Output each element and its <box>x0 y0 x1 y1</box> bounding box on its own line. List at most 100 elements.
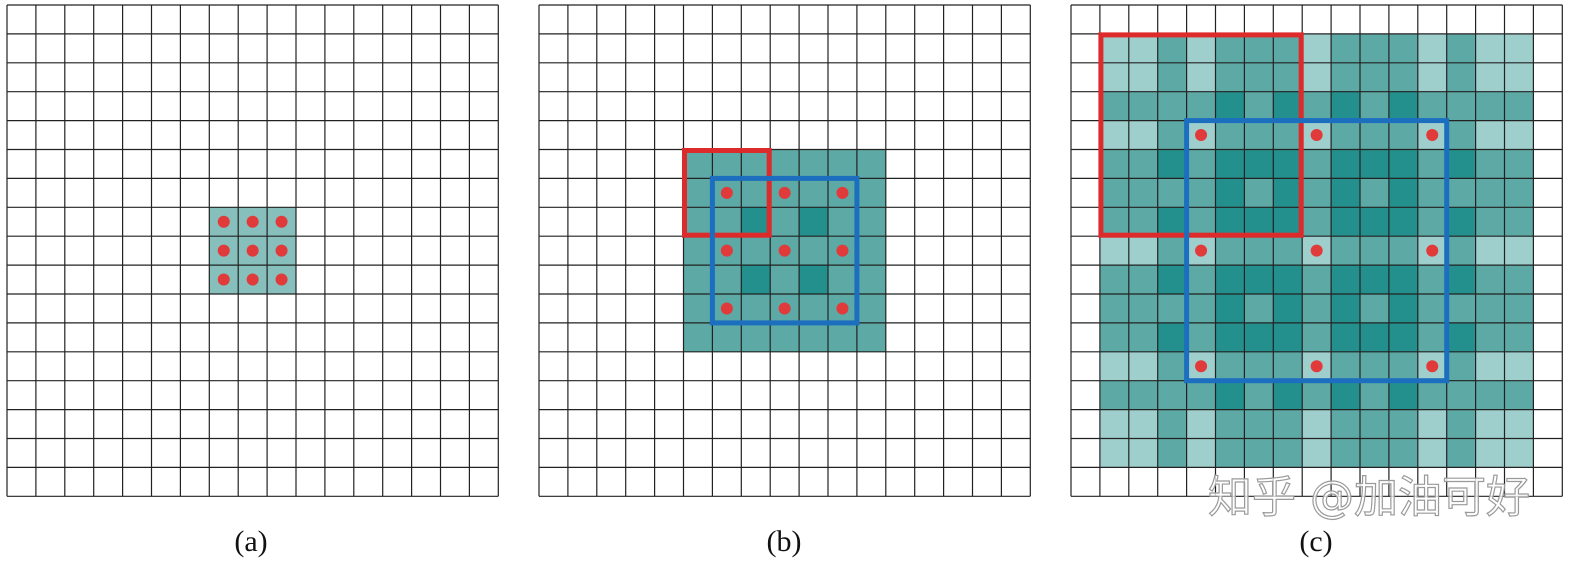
receptive-field-cell <box>1331 438 1360 468</box>
receptive-field-cell <box>1331 62 1360 92</box>
receptive-field-cell <box>1417 294 1447 323</box>
receptive-field-cell <box>1302 207 1332 237</box>
receptive-field-cell <box>1244 91 1274 121</box>
sample-point <box>217 273 230 286</box>
sample-point <box>217 215 230 228</box>
receptive-field-cell <box>828 265 857 294</box>
receptive-field-cell <box>1215 178 1245 208</box>
receptive-field-cell <box>1186 91 1216 121</box>
receptive-field-cell <box>1360 236 1389 266</box>
receptive-field-cell <box>683 236 713 266</box>
receptive-field-cell <box>799 178 828 208</box>
sample-point <box>1310 360 1323 373</box>
blue-box <box>1184 118 1450 384</box>
sample-point <box>778 186 791 199</box>
receptive-field-cell <box>1475 380 1505 410</box>
receptive-field-cell <box>1186 178 1216 208</box>
sample-point <box>836 244 849 257</box>
receptive-field-cell <box>1099 294 1129 323</box>
sample-point <box>720 244 733 257</box>
receptive-field-cell <box>1504 207 1534 237</box>
sample-point <box>246 244 259 257</box>
receptive-field-cell <box>741 322 771 352</box>
receptive-field-cell <box>741 265 771 294</box>
receptive-field-cell <box>1128 33 1158 63</box>
receptive-field-cell <box>1099 265 1129 294</box>
receptive-field-cell <box>741 236 771 266</box>
receptive-field-cell <box>1417 33 1447 63</box>
receptive-field-cell <box>1157 207 1187 237</box>
receptive-field-cell <box>1360 438 1389 468</box>
receptive-field-cell <box>1186 294 1216 323</box>
receptive-field-cell <box>1475 409 1505 439</box>
receptive-field-cell <box>1186 409 1216 439</box>
receptive-field-cell <box>1388 438 1418 468</box>
receptive-field-cell <box>1302 322 1332 352</box>
receptive-field-cell <box>1360 91 1389 121</box>
receptive-field-cell <box>1099 438 1129 468</box>
receptive-field-cell <box>1157 91 1187 121</box>
receptive-field-cell <box>1099 62 1129 92</box>
receptive-field-cell <box>828 149 857 179</box>
receptive-field-cell <box>856 294 886 323</box>
receptive-field-cell <box>1388 91 1418 121</box>
receptive-field-cell <box>1504 33 1534 63</box>
receptive-field-cell <box>1504 236 1534 266</box>
receptive-field-cell <box>1186 322 1216 352</box>
receptive-field-cell <box>741 207 771 237</box>
receptive-field-cell <box>1244 149 1274 179</box>
receptive-field-cell <box>1157 380 1187 410</box>
receptive-field-cell <box>1273 294 1303 323</box>
receptive-field-cell <box>1331 178 1360 208</box>
receptive-field-cell <box>1360 322 1389 352</box>
receptive-field-cell <box>1475 265 1505 294</box>
receptive-field-cell <box>1446 236 1476 266</box>
receptive-field-cell <box>770 265 800 294</box>
receptive-field-cell <box>1331 149 1360 179</box>
receptive-field-cell <box>1446 322 1476 352</box>
sample-point <box>836 302 849 315</box>
receptive-field-cell <box>1302 33 1332 63</box>
receptive-field-cell <box>1215 91 1245 121</box>
receptive-field-cell <box>1244 294 1274 323</box>
receptive-field-cell <box>1388 207 1418 237</box>
receptive-field-cell <box>1388 62 1418 92</box>
receptive-field-cell <box>1417 265 1447 294</box>
receptive-field-cell <box>1244 207 1274 237</box>
receptive-field-cell <box>1128 409 1158 439</box>
receptive-field-cell <box>1446 409 1476 439</box>
sample-point <box>778 244 791 257</box>
receptive-field-cell <box>770 207 800 237</box>
receptive-field-cell <box>1128 265 1158 294</box>
receptive-field-cell <box>1215 409 1245 439</box>
receptive-field-cell <box>1128 294 1158 323</box>
receptive-field-cell <box>799 207 828 237</box>
receptive-field-cell <box>1215 380 1245 410</box>
receptive-field-cell <box>1475 62 1505 92</box>
sample-point <box>778 302 791 315</box>
receptive-field-cell <box>770 322 800 352</box>
receptive-field-cell <box>683 207 713 237</box>
caption-c: (c) <box>1299 525 1332 558</box>
receptive-field-cell <box>1244 380 1274 410</box>
receptive-field-cell <box>1388 265 1418 294</box>
receptive-field-cell <box>712 207 742 237</box>
receptive-field-cell <box>683 265 713 294</box>
receptive-field-cell <box>1475 207 1505 237</box>
receptive-field-cell <box>1244 236 1274 266</box>
receptive-field-cell <box>1360 351 1389 381</box>
receptive-field-cell <box>1099 409 1129 439</box>
receptive-field-cell <box>1128 91 1158 121</box>
receptive-field-cell <box>1302 380 1332 410</box>
receptive-field-cell <box>1215 438 1245 468</box>
receptive-field-cell <box>1128 351 1158 381</box>
sample-point <box>836 186 849 199</box>
receptive-field-cell <box>1388 178 1418 208</box>
receptive-field-cell <box>683 294 713 323</box>
receptive-field-cell <box>1128 438 1158 468</box>
red-box <box>682 148 772 238</box>
receptive-field-cell <box>1504 91 1534 121</box>
receptive-field-cell <box>1157 236 1187 266</box>
receptive-field-cell <box>1475 149 1505 179</box>
receptive-field-cell <box>856 178 886 208</box>
